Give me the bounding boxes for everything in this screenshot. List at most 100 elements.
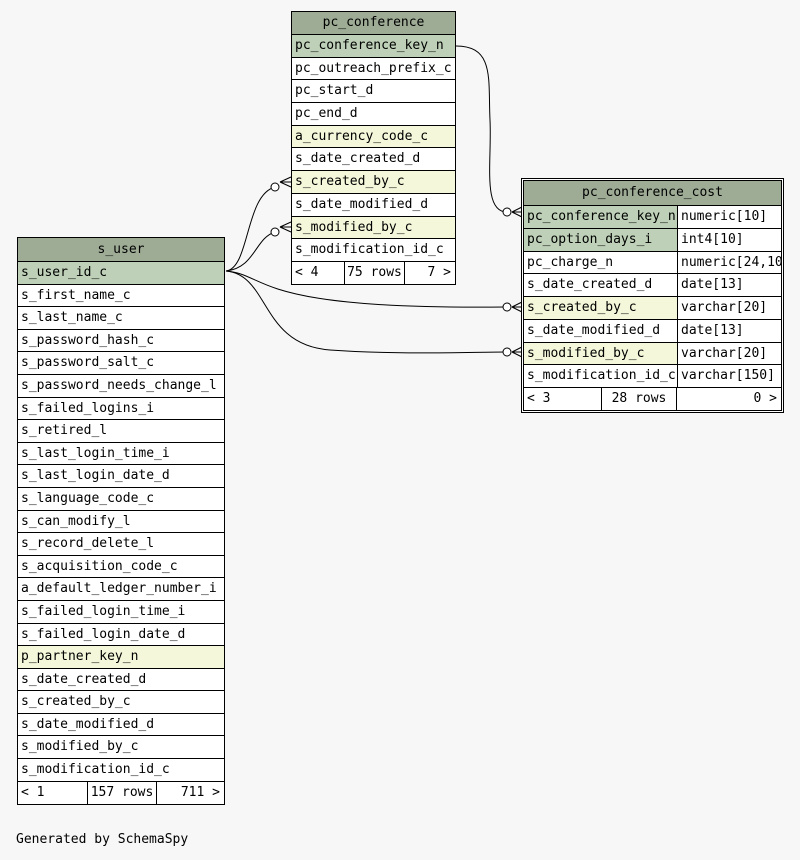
column-name: s_password_salt_c bbox=[21, 355, 155, 371]
column-name: s_retired_l bbox=[21, 423, 108, 439]
column-row[interactable]: s_date_modified_d bbox=[18, 713, 224, 737]
children-link[interactable]: 0 > bbox=[753, 391, 777, 406]
column-row[interactable]: s_date_modified_d bbox=[292, 193, 455, 217]
column-name: s_date_created_d bbox=[527, 277, 653, 293]
column-type: varchar[20] bbox=[677, 297, 781, 319]
parents-link[interactable]: < 3 bbox=[527, 391, 551, 406]
table-header[interactable]: pc_conference bbox=[292, 12, 455, 35]
table-header[interactable]: s_user bbox=[18, 238, 224, 262]
column-name: s_date_modified_d bbox=[295, 196, 429, 212]
column-type: date[13] bbox=[677, 319, 781, 342]
column-row[interactable]: s_first_name_c bbox=[18, 284, 224, 308]
column-name: s_record_delete_l bbox=[21, 536, 155, 552]
row-count: 28 rows bbox=[601, 388, 677, 410]
table-header[interactable]: pc_conference_cost bbox=[524, 181, 781, 206]
column-name: s_modification_id_c bbox=[527, 368, 676, 384]
column-row[interactable]: s_modified_by_c bbox=[18, 736, 224, 760]
zero-marker bbox=[502, 302, 512, 312]
column-name: s_date_created_d bbox=[21, 671, 147, 687]
column-name: pc_end_d bbox=[295, 106, 358, 122]
column-type: numeric[24,10] bbox=[677, 251, 781, 274]
column-row[interactable]: s_created_by_c bbox=[292, 171, 455, 194]
column-row[interactable]: s_acquisition_code_c bbox=[18, 555, 224, 579]
column-row[interactable]: s_created_by_c bbox=[18, 691, 224, 714]
relationship-edge bbox=[225, 270, 508, 308]
relationship-edge bbox=[225, 186, 276, 272]
column-row[interactable]: s_retired_l bbox=[18, 420, 224, 443]
column-name: s_date_created_d bbox=[295, 151, 421, 167]
crow-foot-marker bbox=[511, 301, 523, 313]
column-name: s_date_modified_d bbox=[21, 716, 155, 732]
column-name: s_modification_id_c bbox=[21, 762, 170, 778]
column-row[interactable]: pc_outreach_prefix_c bbox=[292, 57, 455, 81]
column-row[interactable]: s_last_name_c bbox=[18, 307, 224, 330]
column-name: s_can_modify_l bbox=[21, 513, 131, 529]
column-row[interactable]: s_record_delete_l bbox=[18, 533, 224, 556]
row-count: 75 rows bbox=[344, 261, 405, 284]
column-row[interactable]: pc_conference_key_n bbox=[292, 35, 455, 58]
column-row[interactable]: pc_end_d bbox=[292, 103, 455, 126]
column-name: s_modified_by_c bbox=[21, 739, 139, 755]
column-row[interactable]: s_last_login_date_d bbox=[18, 465, 224, 488]
column-name: s_failed_logins_i bbox=[21, 400, 155, 416]
column-name: s_password_needs_change_l bbox=[21, 377, 217, 393]
children-link[interactable]: 7 > bbox=[427, 264, 451, 280]
column-row[interactable]: pc_start_d bbox=[292, 80, 455, 104]
column-row[interactable]: s_password_hash_c bbox=[18, 329, 224, 353]
table-s-user[interactable]: s_user s_user_id_c s_first_name_c s_last_n… bbox=[17, 237, 225, 805]
column-type: varchar[150] bbox=[677, 365, 781, 387]
column-name: s_created_by_c bbox=[295, 174, 405, 190]
column-row[interactable]: s_last_login_time_i bbox=[18, 442, 224, 466]
column-name: s_modified_by_c bbox=[295, 219, 413, 235]
column-name: p_partner_key_n bbox=[21, 649, 139, 665]
column-row[interactable]: s_failed_logins_i bbox=[18, 397, 224, 421]
children-link[interactable]: 711 > bbox=[180, 784, 220, 800]
column-name: pc_outreach_prefix_c bbox=[295, 60, 452, 76]
column-name: s_modification_id_c bbox=[295, 242, 444, 258]
column-row[interactable]: s_user_id_c bbox=[18, 262, 224, 285]
column-row[interactable]: s_created_by_c varchar[20] bbox=[524, 297, 781, 320]
column-name: s_last_name_c bbox=[21, 310, 123, 326]
relationship-edge bbox=[455, 45, 508, 213]
column-name: s_user_id_c bbox=[21, 265, 108, 280]
parents-link[interactable]: < 4 bbox=[295, 264, 319, 280]
column-type: date[13] bbox=[677, 274, 781, 296]
column-row[interactable]: s_date_created_d date[13] bbox=[524, 274, 781, 297]
column-row[interactable]: s_date_created_d bbox=[18, 668, 224, 692]
column-name: s_created_by_c bbox=[527, 300, 637, 315]
column-row[interactable]: p_partner_key_n bbox=[18, 646, 224, 669]
zero-marker bbox=[502, 347, 512, 357]
crow-foot-marker bbox=[279, 176, 292, 188]
column-row[interactable]: a_default_ledger_number_i bbox=[18, 578, 224, 601]
column-type: numeric[10] bbox=[677, 206, 781, 228]
zero-marker bbox=[270, 227, 280, 237]
row-count: 157 rows bbox=[87, 781, 157, 804]
column-row[interactable]: s_password_needs_change_l bbox=[18, 374, 224, 398]
column-row[interactable]: s_date_created_d bbox=[292, 148, 455, 172]
crow-foot-marker bbox=[511, 346, 523, 358]
zero-marker bbox=[502, 207, 512, 217]
column-row[interactable]: s_failed_login_date_d bbox=[18, 623, 224, 647]
column-row[interactable]: s_modified_by_c bbox=[292, 216, 455, 240]
column-row[interactable]: s_modification_id_c bbox=[18, 759, 224, 782]
table-pc-conference[interactable]: pc_conference pc_conference_key_n pc_outr… bbox=[291, 11, 456, 285]
column-name: s_language_code_c bbox=[21, 490, 155, 506]
column-row[interactable]: s_failed_login_time_i bbox=[18, 600, 224, 624]
column-row[interactable]: s_password_salt_c bbox=[18, 352, 224, 375]
column-row[interactable]: s_language_code_c bbox=[18, 487, 224, 511]
column-name: pc_conference_key_n bbox=[295, 38, 444, 53]
table-footer: < 1 157 rows 711 > bbox=[18, 781, 224, 804]
parents-link[interactable]: < 1 bbox=[21, 784, 45, 800]
column-row[interactable]: s_modification_id_c bbox=[292, 239, 455, 262]
column-name: s_password_hash_c bbox=[21, 332, 155, 348]
column-row[interactable]: a_currency_code_c bbox=[292, 125, 455, 149]
column-row[interactable]: s_can_modify_l bbox=[18, 510, 224, 534]
